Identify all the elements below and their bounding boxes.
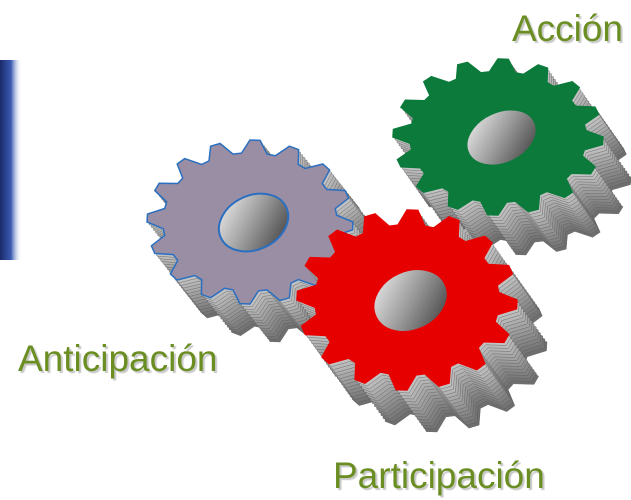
left-decorative-image	[0, 60, 22, 260]
gear-accion	[392, 58, 631, 256]
participacion-gear-hole	[372, 268, 449, 333]
label-accion: Acción	[511, 8, 623, 49]
gear-participacion	[296, 209, 548, 433]
anticipacion-gear-hole	[217, 192, 290, 253]
accion-gear-hole	[465, 108, 538, 167]
gear-anticipacion	[146, 139, 384, 343]
label-participacion: Participación	[333, 455, 545, 496]
label-anticipacion: Anticipación	[18, 338, 218, 379]
